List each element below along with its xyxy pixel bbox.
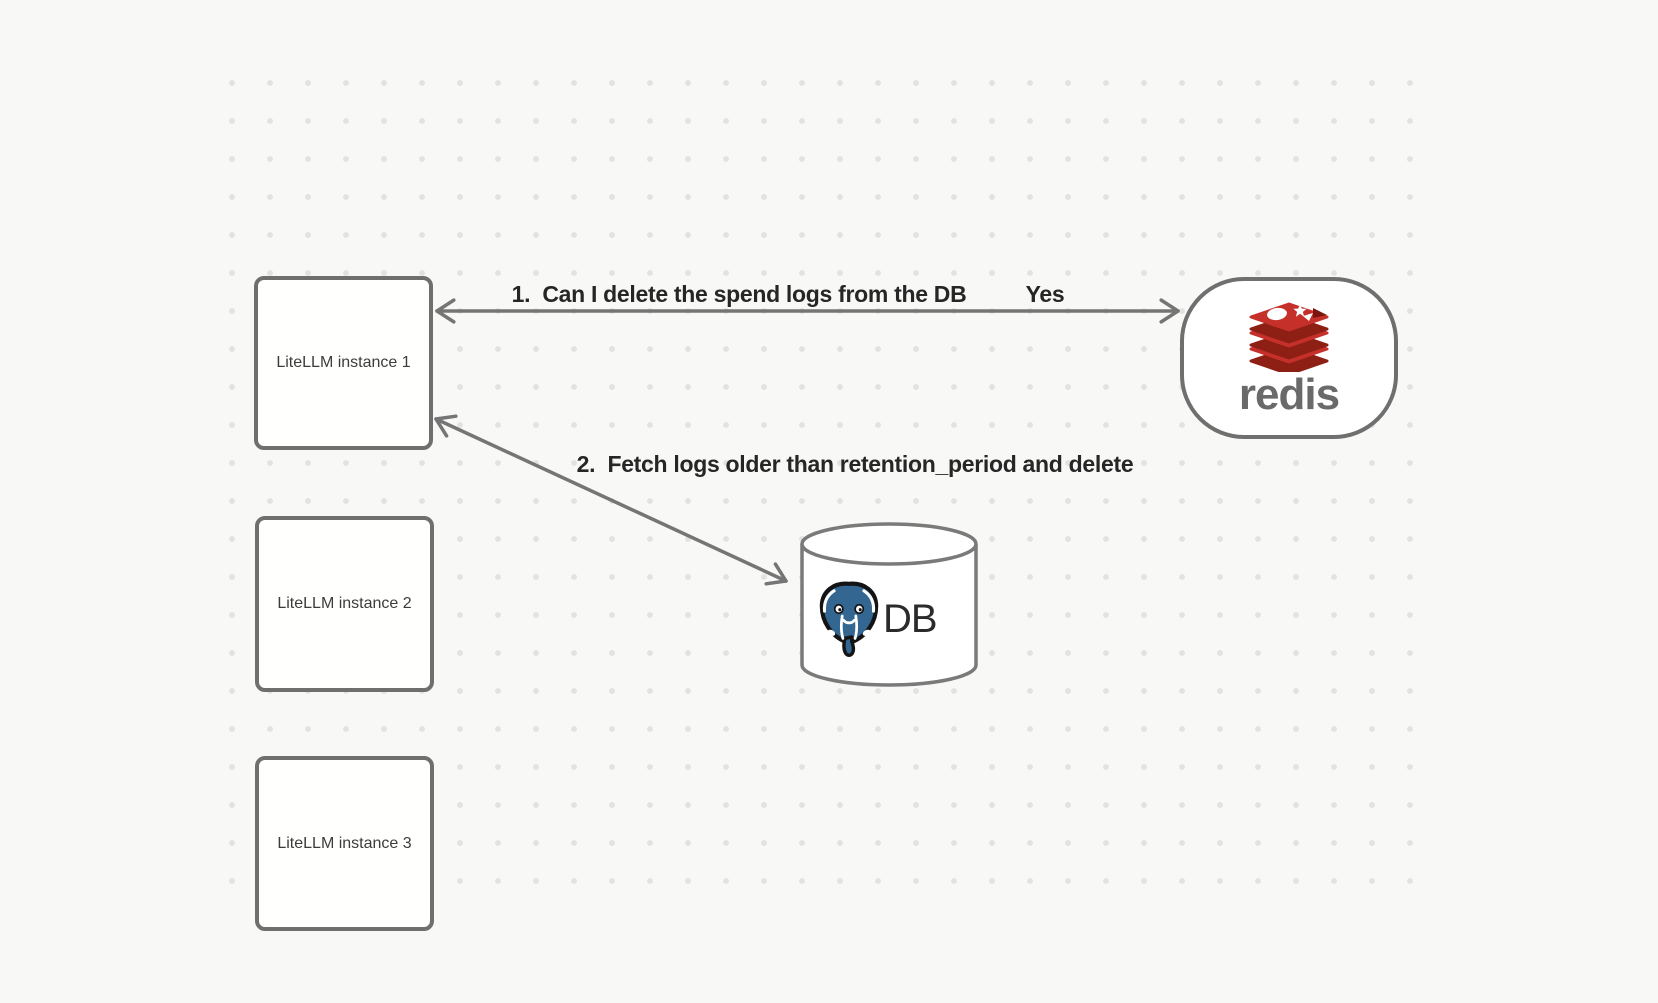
node-redis[interactable]: redis <box>1180 277 1398 439</box>
edge-2-label[interactable]: 2. Fetch logs older than retention_perio… <box>576 451 1134 477</box>
redis-logo-icon <box>1249 302 1329 372</box>
edge-1-label[interactable]: 1. Can I delete the spend logs from the … <box>511 281 967 307</box>
edge-instance1-db[interactable] <box>434 414 788 586</box>
db-cylinder-icon <box>800 522 978 687</box>
node-label: LiteLLM instance 2 <box>277 595 412 612</box>
arrowhead-up-left-icon <box>434 414 458 438</box>
db-node-label: DB <box>883 597 938 641</box>
postgresql-elephant-icon <box>819 581 879 657</box>
node-litellm-instance-1[interactable]: LiteLLM instance 1 <box>254 276 433 450</box>
node-litellm-instance-3[interactable]: LiteLLM instance 3 <box>255 756 434 931</box>
node-label: LiteLLM instance 3 <box>277 834 412 852</box>
arrowhead-down-right-icon <box>764 562 788 586</box>
arrowhead-right-icon <box>1159 298 1180 324</box>
edge-1-response-label[interactable]: Yes <box>1025 281 1065 307</box>
edge-instance1-redis[interactable] <box>435 298 1180 324</box>
node-db[interactable]: DB <box>799 521 979 688</box>
node-litellm-instance-2[interactable]: LiteLLM instance 2 <box>255 516 434 692</box>
node-label: LiteLLM instance 1 <box>276 354 411 371</box>
redis-wordmark: redis <box>1238 369 1340 419</box>
arrowhead-left-icon <box>435 298 456 324</box>
